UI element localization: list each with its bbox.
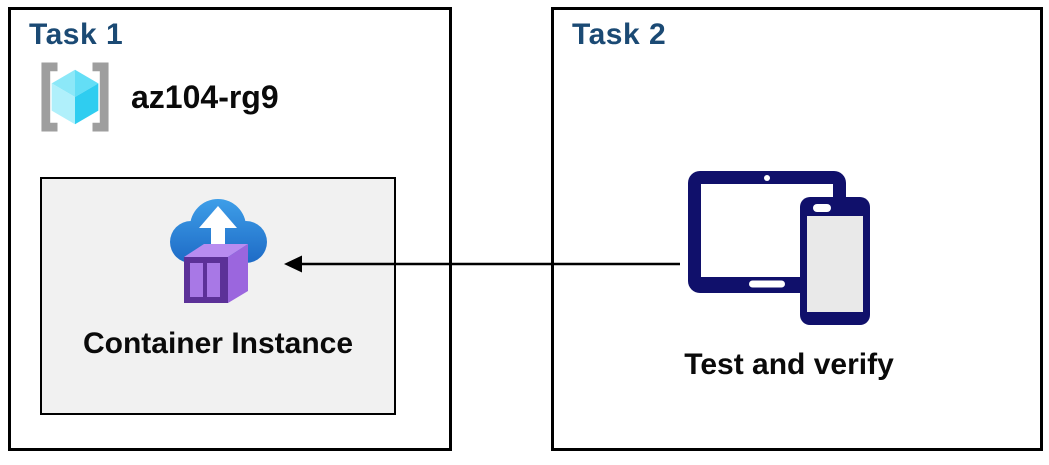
container-box-shape bbox=[183, 244, 248, 303]
resource-group-row: az104-rg9 bbox=[35, 62, 279, 132]
devices-icon-wrap bbox=[688, 167, 870, 325]
arrowhead-left bbox=[284, 255, 302, 273]
phone-speaker bbox=[813, 204, 831, 212]
tablet-camera-dot bbox=[764, 175, 770, 181]
tablet-home-button bbox=[749, 280, 785, 288]
connector-arrow bbox=[284, 255, 680, 273]
resource-group-icon bbox=[41, 62, 109, 132]
resource-group-name: az104-rg9 bbox=[131, 78, 279, 115]
task2-title: Task 2 bbox=[572, 18, 667, 51]
task1-box: Task 1 az104-rg9 bbox=[8, 7, 452, 451]
task1-title: Task 1 bbox=[29, 18, 124, 51]
right-bracket-shape bbox=[92, 62, 109, 132]
container-instance-label: Container Instance bbox=[82, 327, 354, 360]
phone-shape bbox=[800, 197, 870, 325]
test-and-verify-label: Test and verify bbox=[684, 348, 894, 381]
container-instance-box: Container Instance bbox=[40, 177, 396, 415]
container-instance-icon bbox=[169, 199, 267, 303]
container-instance-icon-wrap bbox=[42, 191, 394, 313]
task2-box: Task 2 Test and verify bbox=[551, 7, 1043, 451]
left-bracket-shape bbox=[41, 62, 58, 132]
tablet-and-phone-icon bbox=[688, 171, 870, 325]
